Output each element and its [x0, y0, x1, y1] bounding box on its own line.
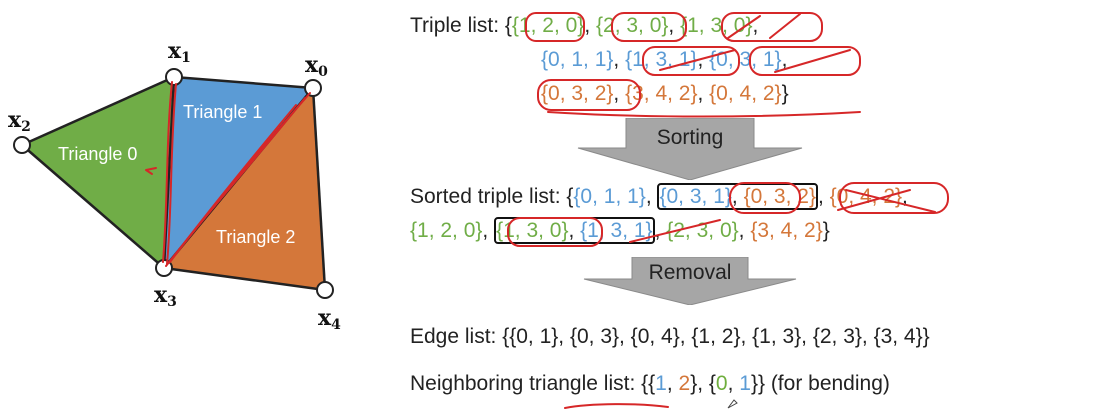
- sorted-item: {1, 2, 0}: [410, 219, 483, 242]
- triple-list-prefix: Triple list: {: [410, 14, 512, 37]
- sorted-list-line-1: Sorted triple list: {{0, 1, 1}, {0, 3, 1…: [410, 183, 908, 210]
- triple-list-line-3: {0, 3, 2}, {3, 4, 2}, {0, 4, 2}}: [541, 82, 789, 105]
- removal-arrow: [583, 257, 797, 305]
- triple-list-line-2: {0, 1, 1}, {1, 3, 1}, {0, 3, 1},: [541, 48, 788, 71]
- edge-1-3: [162, 76, 176, 269]
- neighbor-val: 1: [739, 372, 751, 395]
- triple-item: {3, 4, 2}: [625, 82, 698, 105]
- triple-item: {0, 3, 2}: [541, 82, 614, 105]
- neighbor-val: 0: [715, 372, 728, 395]
- removal-label: Removal: [648, 261, 732, 284]
- sorted-group-box: {1, 3, 0}, {1, 3, 1}: [494, 217, 655, 244]
- triple-item: {2, 3, 0}: [596, 14, 669, 37]
- vertex-1: [165, 68, 183, 86]
- sorted-item: {1, 3, 1}: [580, 219, 653, 242]
- sorted-item: {0, 3, 2}: [743, 185, 816, 208]
- neighbor-val: 1: [655, 372, 667, 395]
- sorted-list-prefix: Sorted triple list: {: [410, 185, 574, 208]
- triangle-2-shape: [164, 88, 325, 290]
- sorted-item: {3, 4, 2}: [750, 219, 823, 242]
- triple-item: {1, 2, 0}: [511, 14, 585, 37]
- vertex-label-x4: x4: [318, 305, 341, 333]
- edge-0-1: [173, 75, 314, 90]
- vertex-label-x3: x3: [154, 282, 177, 310]
- neighbor-suffix: }} (for bending): [750, 372, 890, 395]
- triple-item: {0, 3, 1}: [709, 48, 782, 71]
- edge-1-2: [21, 75, 175, 147]
- neighbor-list: Neighboring triangle list: {{1, 2}, {0, …: [410, 372, 890, 395]
- edge-list: Edge list: {{0, 1}, {0, 3}, {0, 4}, {1, …: [410, 325, 930, 348]
- neighbor-prefix: Neighboring triangle list: {{: [410, 372, 656, 395]
- neighbor-val: 2: [678, 372, 691, 395]
- sorted-item: {1, 3, 0}: [496, 219, 569, 242]
- vertex-2: [13, 136, 31, 154]
- triple-item: {0, 4, 2}: [709, 82, 782, 105]
- vertex-0: [304, 79, 322, 97]
- triangle-1-label: Triangle 1: [183, 102, 263, 122]
- sorting-label: Sorting: [656, 126, 724, 149]
- triangle-0-label: Triangle 0: [58, 144, 138, 164]
- sorted-item: {2, 3, 0}: [666, 219, 739, 242]
- mesh-diagram: [13, 68, 334, 299]
- triple-item: {1, 3, 1}: [625, 48, 698, 71]
- cursor-icon: [727, 399, 738, 409]
- vertex-label-x0: x0: [305, 52, 328, 80]
- triple-item: {0, 1, 1}: [541, 48, 614, 71]
- triangle-2-label: Triangle 2: [216, 227, 296, 247]
- sorted-item: {0, 4, 2}: [829, 185, 903, 208]
- sorting-arrow: [577, 118, 803, 180]
- sorted-group-box: {0, 3, 1}, {0, 3, 2}: [657, 183, 818, 210]
- triangle-0-shape: [22, 77, 174, 268]
- vertex-4: [316, 281, 334, 299]
- sorted-item: {0, 3, 1}: [659, 185, 732, 208]
- edge-0-4: [311, 87, 327, 291]
- sorted-list-line-2: {1, 2, 0}, {1, 3, 0}, {1, 3, 1}, {2, 3, …: [410, 217, 830, 244]
- vertex-label-x2: x2: [8, 107, 31, 135]
- sorted-item: {0, 1, 1}: [573, 185, 646, 208]
- edge-3-4: [163, 266, 326, 292]
- triple-list-line-1: Triple list: {{1, 2, 0}, {2, 3, 0}, {1, …: [410, 14, 759, 37]
- edge-2-3: [21, 144, 165, 269]
- vertex-label-x1: x1: [168, 38, 191, 66]
- triple-item: {1, 3, 0}: [680, 14, 753, 37]
